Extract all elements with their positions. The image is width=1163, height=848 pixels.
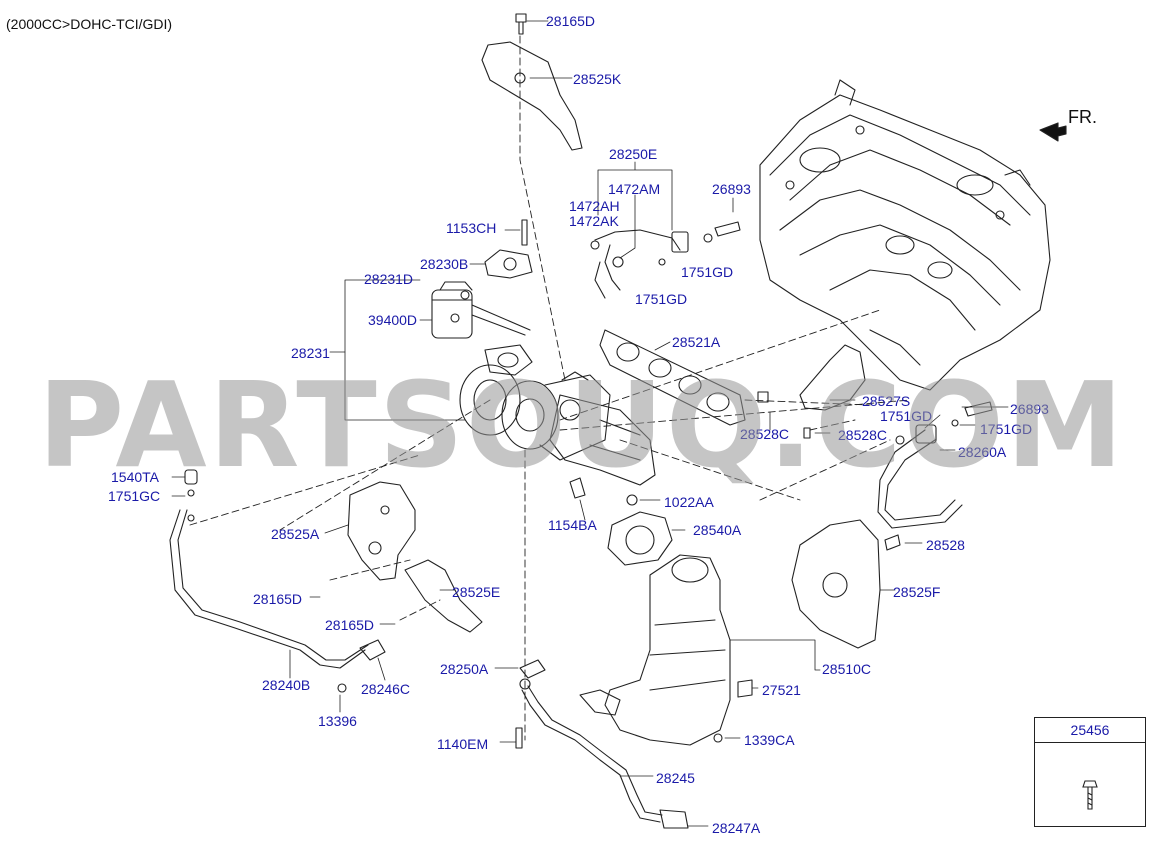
part-callout[interactable]: 1540TA — [111, 469, 159, 485]
part-callout[interactable]: 1022AA — [664, 494, 714, 510]
part-callout[interactable]: 28250A — [440, 661, 489, 677]
part-callout[interactable]: 28521A — [672, 334, 721, 350]
part-callout[interactable]: 39400D — [368, 312, 418, 328]
part-callout[interactable]: 26893 — [712, 181, 751, 197]
part-callout[interactable]: 28230B — [420, 256, 469, 272]
part-callout[interactable]: 28260A — [958, 444, 1007, 460]
part-callout[interactable]: 1751GD — [880, 408, 933, 424]
heat-shield-28525f-drawing — [791, 519, 881, 649]
part-callout[interactable]: 1751GD — [980, 421, 1033, 437]
part-callout[interactable]: 28165D — [325, 617, 375, 633]
part-callout[interactable]: 28527S — [862, 393, 911, 409]
bolt-icon — [1082, 780, 1098, 810]
part-callout[interactable]: 28231D — [364, 271, 414, 287]
part-callout[interactable]: 28528C — [740, 426, 790, 442]
part-callout[interactable]: 28528 — [926, 537, 965, 553]
part-callout[interactable]: 28250E — [609, 146, 658, 162]
part-callout[interactable]: 1154BA — [548, 517, 597, 533]
part-callout[interactable]: 28246C — [361, 681, 411, 697]
catalytic-converter-drawing — [579, 554, 753, 746]
gasket-28230b-drawing — [484, 249, 533, 279]
heat-shield-28525e-drawing — [404, 559, 483, 633]
part-callout[interactable]: 28525E — [452, 584, 501, 600]
oil-feed-pipe-drawing — [590, 221, 741, 299]
legend-box-title[interactable]: 25456 — [1035, 718, 1145, 743]
engine-block-drawing — [759, 79, 1051, 391]
part-callout[interactable]: 1140EM — [437, 736, 489, 752]
part-callout[interactable]: 28525A — [271, 526, 320, 542]
oil-return-pipe-drawing — [169, 469, 386, 693]
engine-spec-title: (2000CC>DOHC-TCI/GDI) — [6, 16, 173, 32]
part-callout[interactable]: 28540A — [693, 522, 742, 538]
oil-pipe-28245-drawing — [515, 659, 689, 829]
front-direction-label: FR. — [1068, 107, 1097, 127]
actuator-drawing — [431, 281, 531, 339]
part-callout[interactable]: 1472AK — [569, 213, 619, 229]
part-callout[interactable]: 1472AM — [608, 181, 661, 197]
part-callout[interactable]: 1751GC — [108, 488, 161, 504]
coolant-pipe-drawing — [757, 391, 993, 529]
exhaust-manifold-drawing — [549, 394, 656, 486]
part-callout[interactable]: 28528C — [838, 427, 888, 443]
part-callout[interactable]: 28165D — [546, 13, 596, 29]
part-callout[interactable]: 28231 — [291, 345, 330, 361]
part-callout[interactable]: 28247A — [712, 820, 761, 836]
part-callout[interactable]: 28165D — [253, 591, 303, 607]
gasket-28540a-drawing — [607, 511, 673, 566]
manifold-gasket-drawing — [599, 329, 746, 426]
part-callout[interactable]: 26893 — [1010, 401, 1049, 417]
part-callout[interactable]: 28525F — [893, 584, 941, 600]
part-callout[interactable]: 28510C — [822, 661, 872, 677]
front-direction-arrow — [1039, 122, 1067, 142]
part-callout[interactable]: 1153CH — [446, 220, 497, 236]
legend-box: 25456 — [1034, 717, 1146, 827]
heat-shield-28525a-drawing — [347, 481, 416, 581]
part-callout[interactable]: 28525K — [573, 71, 622, 87]
part-callout[interactable]: 27521 — [762, 682, 801, 698]
heat-shield-top-drawing — [481, 41, 583, 151]
part-callout[interactable]: 1751GD — [681, 264, 734, 280]
part-callout[interactable]: 1751GD — [635, 291, 688, 307]
turbocharger-drawing — [459, 344, 611, 461]
part-callout[interactable]: 28245 — [656, 770, 695, 786]
part-callout[interactable]: 13396 — [318, 713, 357, 729]
part-callout[interactable]: 28240B — [262, 677, 311, 693]
bracket-28527s-drawing — [799, 344, 866, 411]
part-callout[interactable]: 1339CA — [744, 732, 795, 748]
part-callout[interactable]: 1472AH — [569, 198, 620, 214]
